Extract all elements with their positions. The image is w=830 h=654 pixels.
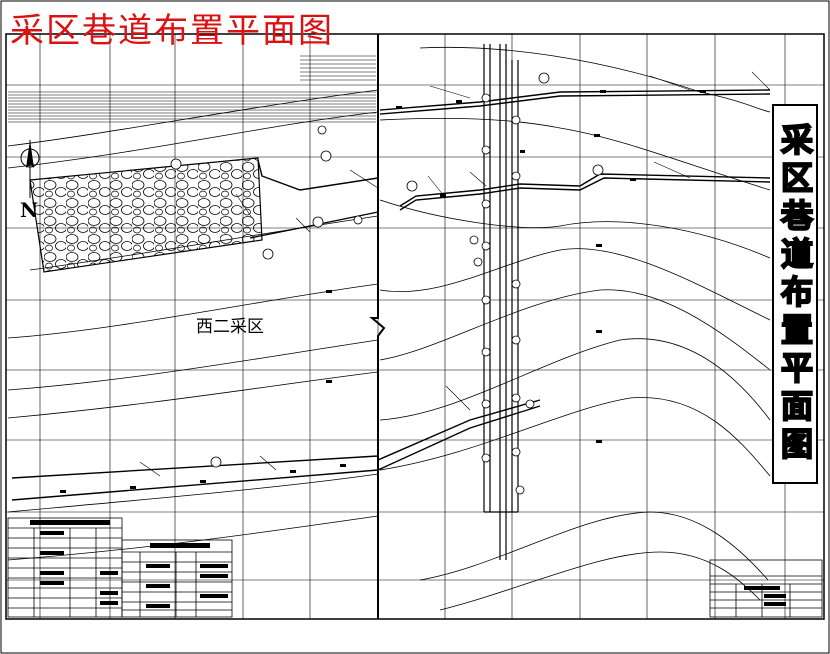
compass-icon	[20, 140, 40, 198]
main-inclines	[483, 44, 519, 560]
contour-lines	[7, 46, 771, 611]
roadway-marks	[60, 90, 706, 493]
mining-area-label: 西二采区	[196, 317, 264, 337]
title-block	[709, 559, 823, 618]
side-title: 采区巷道布置平面图	[775, 122, 815, 466]
annotation-leaders	[139, 71, 771, 477]
legend-table-fills	[30, 520, 228, 608]
title-block-fills	[744, 586, 786, 606]
drawing-frame	[5, 33, 825, 620]
drawing-title: 采区巷道布置平面图	[10, 11, 334, 51]
north-label: N	[20, 198, 39, 222]
boundary-hatch	[8, 55, 376, 123]
survey-points	[170, 72, 604, 495]
district-boundary	[369, 34, 386, 619]
side-title-box: 采区巷道布置平面图	[772, 104, 818, 484]
legend-table	[7, 517, 233, 618]
goaf-area	[29, 157, 263, 273]
